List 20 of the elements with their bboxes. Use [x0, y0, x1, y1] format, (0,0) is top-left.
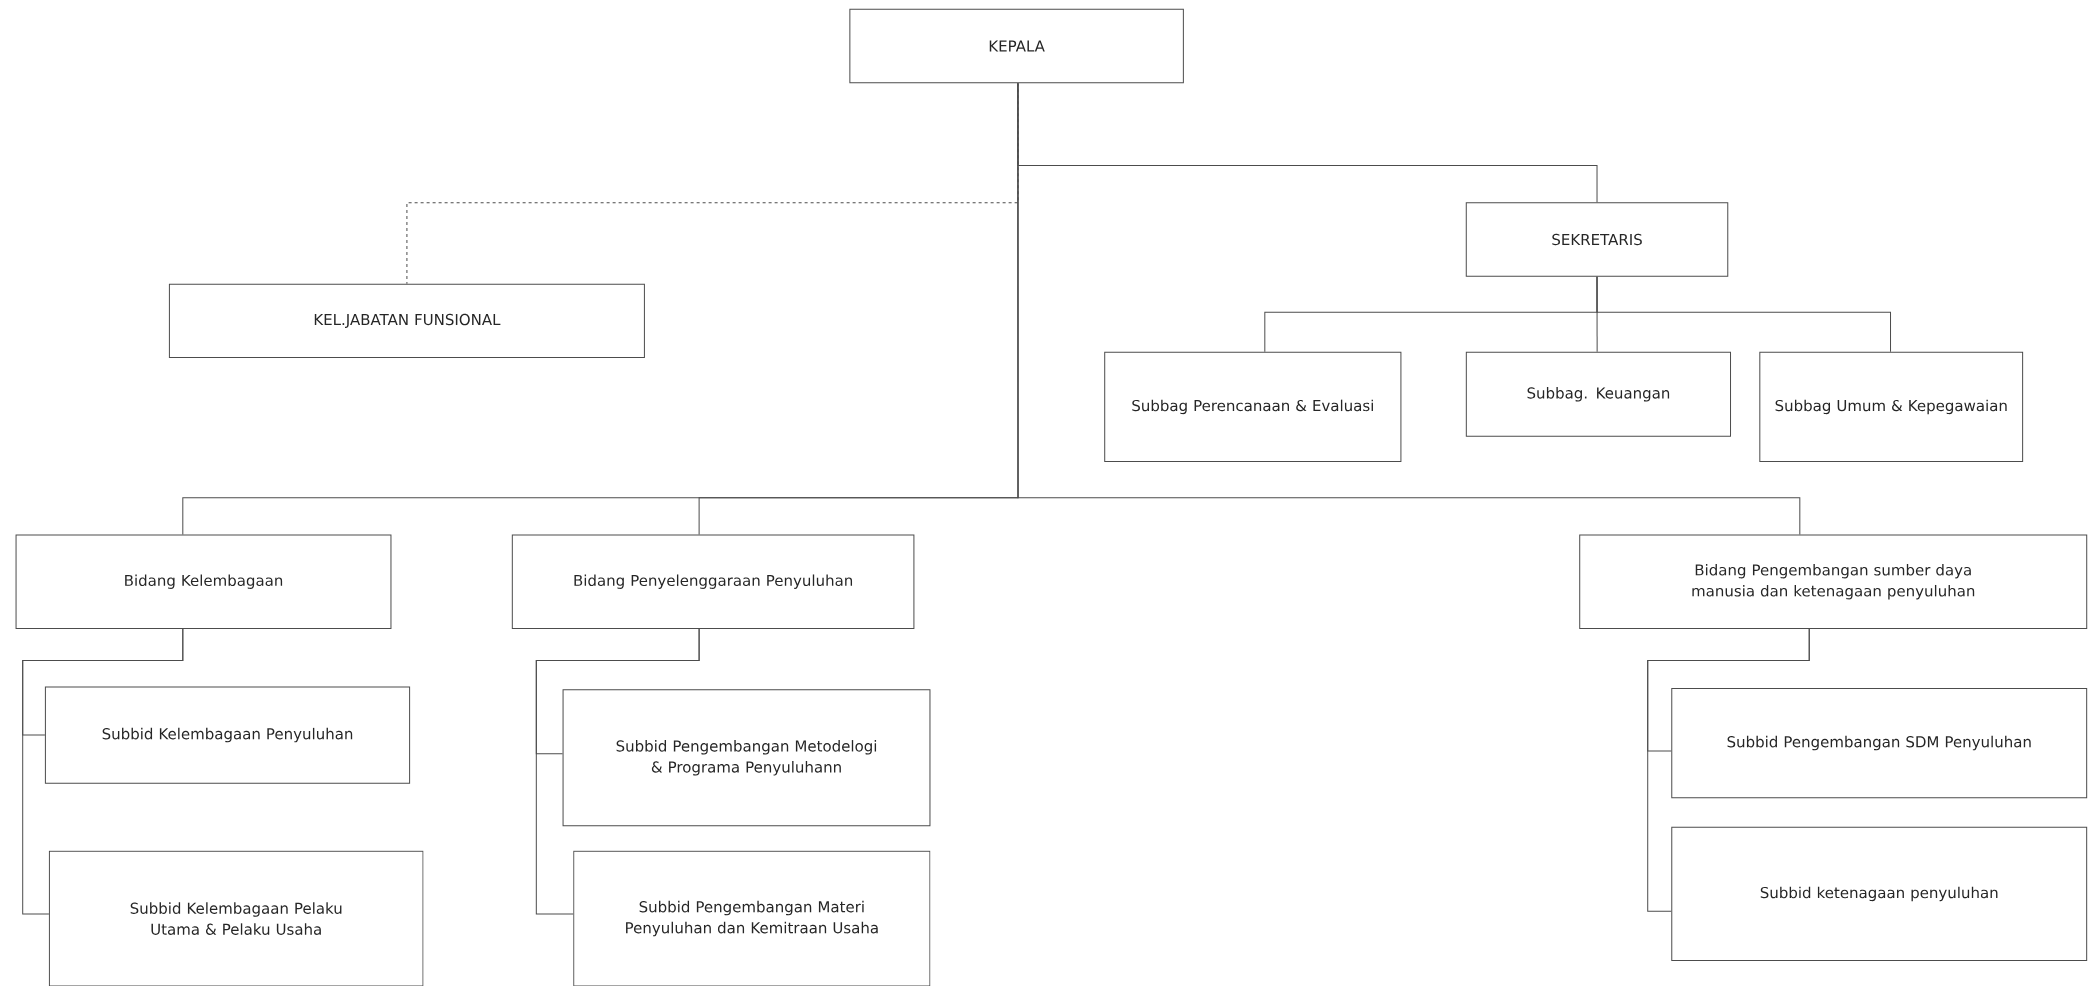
org-box: Subbid ketenagaan penyuluhan [1671, 826, 2088, 962]
org-box: Subbid Pengembangan SDM Penyuluhan [1671, 687, 2088, 799]
org-box: Bidang Pengembangan sumber daya manusia dan ketenagaan penyuluhan [1579, 534, 2088, 629]
org-box: SEKRETARIS [1465, 202, 1729, 277]
org-box: Bidang Kelembagaan [15, 534, 392, 629]
org-box: Subbag. Keuangan [1465, 351, 1731, 437]
org-box: Subbid Kelembagaan Pelaku Utama & Pelaku Usaha [48, 850, 424, 986]
org-box: Subbid Kelembagaan Penyuluhan [44, 686, 411, 784]
org-box: Subbag Perencanaan & Evaluasi [1104, 351, 1402, 463]
org-box: KEPALA [849, 8, 1184, 84]
org-box: Subbag Umum & Kepegawaian [1759, 351, 2024, 463]
org-box: KEL.JABATAN FUNSIONAL [168, 283, 645, 359]
org-box: Bidang Penyelenggaraan Penyuluhan [511, 534, 915, 629]
connector-line [535, 628, 700, 915]
connector-line [1017, 82, 1801, 535]
connector-line [1647, 628, 1810, 912]
org-box: Subbid Pengembangan Metodelogi & Programa Penyuluhann [562, 689, 931, 827]
connector-line [22, 628, 184, 915]
connector-line [1596, 276, 1891, 353]
org-box: Subbid Pengembangan Materi Penyuluhan dan Kemitraan Usaha [573, 850, 931, 986]
